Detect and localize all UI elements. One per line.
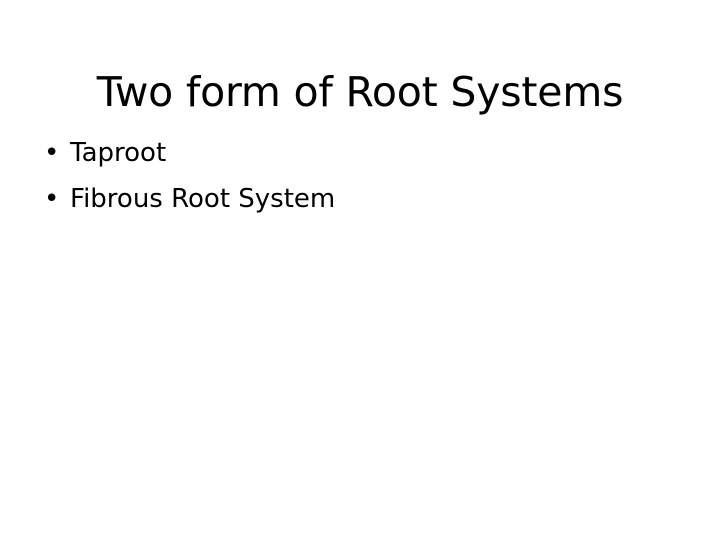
bullet-list: • Taproot • Fibrous Root System (40, 130, 680, 222)
bullet-item-label: Fibrous Root System (70, 184, 336, 214)
bullet-point-icon: • (44, 138, 60, 168)
page-title: Two form of Root Systems (96, 68, 624, 117)
list-item: • Taproot (40, 130, 680, 176)
bullet-point-icon: • (44, 184, 60, 214)
list-item: • Fibrous Root System (40, 176, 680, 222)
bullet-item-label: Taproot (70, 138, 167, 168)
